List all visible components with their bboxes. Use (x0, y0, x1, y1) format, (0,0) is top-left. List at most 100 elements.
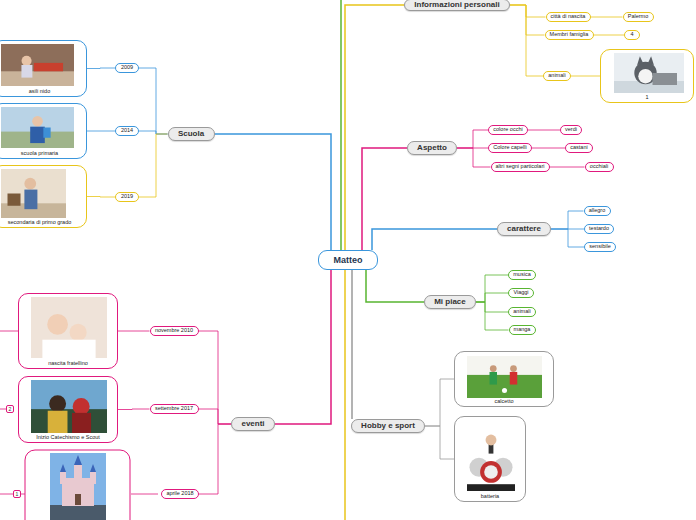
branch-connector (510, 5, 545, 35)
branch-connector (591, 17, 623, 18)
subtopic-pill: 2014 (115, 126, 139, 136)
picture-node: batteria (454, 416, 526, 502)
subtopic-pill: altri segni particolari (491, 162, 550, 172)
node-text: allegro (589, 208, 606, 214)
node-text: Aspetto (417, 144, 447, 152)
node-text: verdi (565, 127, 577, 133)
subtopic-pill: sensibile (584, 242, 616, 252)
subtopic-pill: colore occhi (488, 125, 528, 135)
subtopic-pill: 2009 (115, 63, 139, 73)
picture (1, 169, 66, 218)
subtopic-pill: settembre 2017 (150, 404, 199, 414)
photo (31, 380, 107, 433)
subtopic-pill: occhiali (585, 162, 614, 172)
branch-connector (532, 148, 565, 149)
node-text: Colore capelli (493, 145, 526, 151)
topic-box: Scuola (168, 127, 215, 141)
node-text: Hobby e sport (361, 422, 415, 430)
topic-box: Mi piace (424, 295, 476, 309)
picture (467, 423, 515, 491)
node-text: calcetto (495, 399, 514, 405)
picture-node: scuola primaria (0, 103, 87, 159)
subtopic-pill: testardo (584, 224, 614, 234)
picture (1, 107, 74, 148)
callout-number: 1 (13, 490, 21, 498)
picture (1, 44, 74, 86)
branch-connector (215, 134, 332, 250)
topic-box: eventi (231, 417, 275, 431)
branch-line (131, 494, 158, 495)
node-text: Mi piace (434, 298, 466, 306)
photo (467, 423, 515, 491)
node-text: Viaggi (513, 290, 528, 296)
node-text: batteria (481, 494, 499, 500)
node-text: Inizio Catechismo e Scout (36, 435, 100, 441)
branch-connector (87, 131, 115, 132)
branch-connector (372, 229, 497, 250)
photo (467, 356, 542, 398)
branch-connector (199, 424, 231, 494)
branch-connector (550, 167, 585, 168)
node-text: sensibile (589, 244, 610, 250)
node-text: Informazioni personali (414, 1, 499, 9)
branch-connector (139, 68, 168, 134)
castle-picture (25, 450, 130, 520)
node-text: animali (548, 73, 565, 79)
node-text: Membri famiglia (550, 32, 589, 38)
picture (614, 53, 684, 93)
node-text: carattere (507, 225, 541, 233)
branch-connector (366, 270, 424, 302)
branch-connector (551, 211, 584, 229)
subtopic-pill: aprile 2018 (161, 489, 199, 499)
branch-connector (457, 130, 488, 148)
branch-connector (87, 68, 115, 70)
picture-node: asili nido (0, 40, 87, 97)
node-text: animali (513, 309, 530, 315)
topic-box: carattere (497, 222, 551, 236)
subtopic-pill: manga (509, 325, 536, 335)
subtopic-pill: animali (508, 307, 536, 317)
node-text: Palermo (628, 14, 648, 20)
node-text: testardo (589, 226, 609, 232)
node-text: occhiali (590, 164, 608, 170)
node-text: altri segni particolari (496, 164, 545, 170)
node-text: 4 (630, 32, 633, 38)
picture-node: nascita fratellino (18, 293, 118, 369)
branch-connector (594, 35, 625, 36)
subtopic-pill: Palermo (623, 12, 654, 22)
branch-connector (199, 331, 232, 424)
branch-connector (528, 130, 560, 131)
node-text: Matteo (334, 256, 363, 265)
branch-line (344, 270, 346, 520)
branch-line (0, 494, 13, 495)
subtopic-pill: castani (565, 143, 593, 153)
picture (31, 380, 107, 433)
branch-connector (476, 302, 509, 330)
node-text: scuola primaria (21, 151, 58, 157)
branch-connector (510, 5, 543, 76)
picture (467, 356, 542, 398)
node-text: colore occhi (493, 127, 522, 133)
branch-line (0, 331, 18, 332)
branch-connector (362, 148, 407, 250)
node-text: eventi (241, 420, 264, 428)
branch-connector (457, 148, 491, 167)
branch-connector (87, 196, 115, 198)
branch-connector (345, 5, 404, 250)
subtopic-pill: animali (543, 71, 571, 81)
node-text: 1 (645, 95, 648, 101)
node-text: asili nido (29, 89, 50, 95)
node-text: manga (514, 327, 531, 333)
central-topic: Matteo (318, 250, 378, 270)
branch-connector (199, 409, 232, 424)
subtopic-pill: allegro (584, 206, 611, 216)
topic-box: Informazioni personali (404, 0, 510, 11)
subtopic-pill: musica (508, 270, 536, 280)
picture-node: 1 (600, 49, 694, 103)
node-text: settembre 2017 (155, 406, 193, 412)
photo (614, 53, 684, 93)
callout-text: 2 (9, 407, 12, 412)
picture-node: Inizio Catechismo e Scout (18, 376, 118, 443)
node-text: città di nascita (551, 14, 586, 20)
